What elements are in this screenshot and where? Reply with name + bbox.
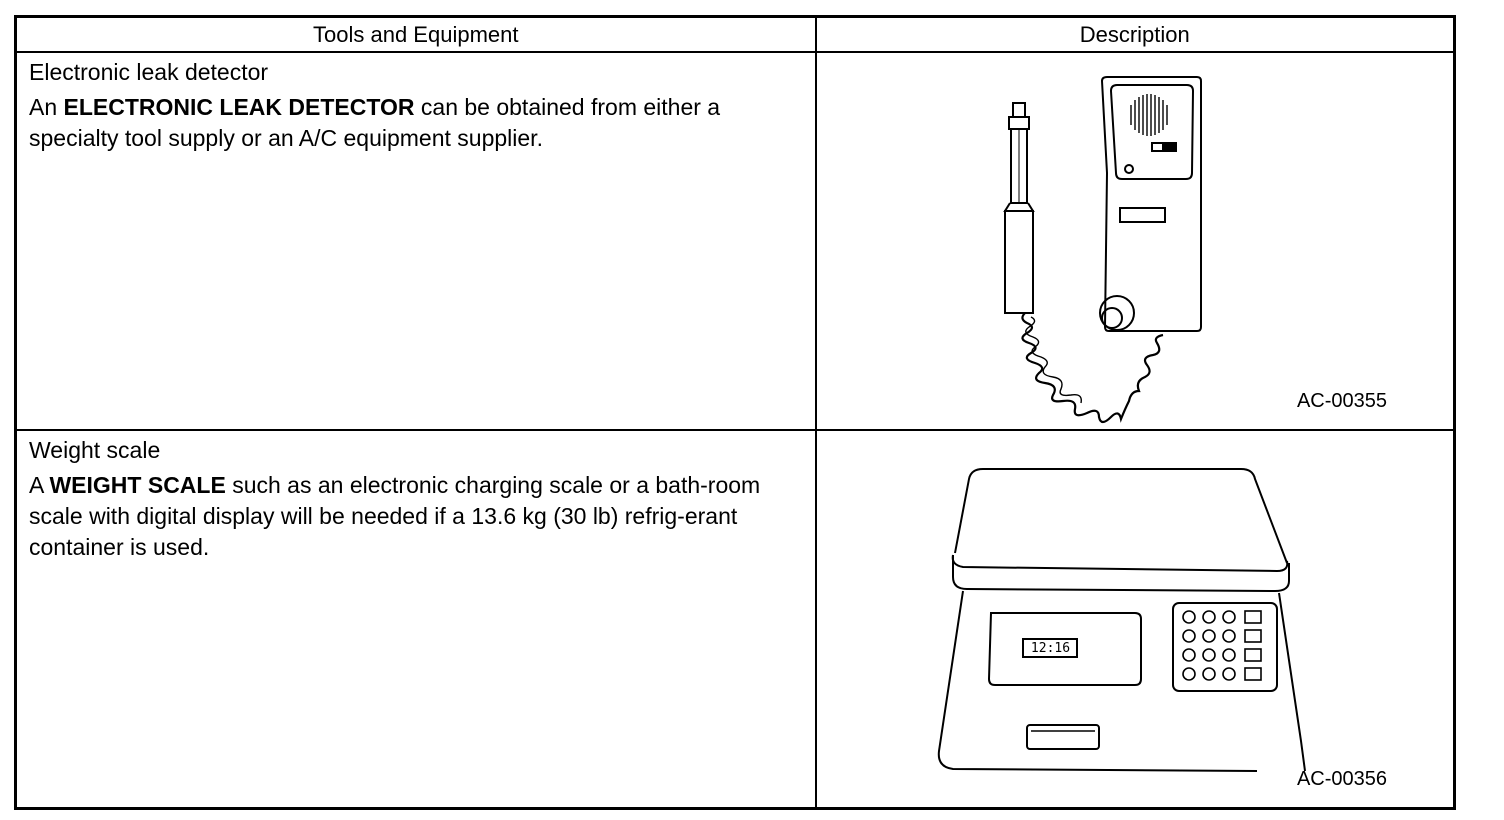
desc-prefix: A [29, 472, 50, 498]
tools-table: Tools and Equipment Description Electron… [14, 15, 1456, 810]
desc-prefix: An [29, 94, 64, 120]
leak-detector-illustration [1002, 76, 1202, 424]
tool-figure-cell: AC-00355 [814, 51, 1456, 431]
desc-suffix: such as an electronic charging scale or … [29, 472, 761, 560]
tool-text-cell: Electronic leak detector An ELECTRONIC L… [14, 51, 817, 431]
tool-name: Weight scale [29, 437, 161, 463]
desc-suffix: can be obtained from either a specialty … [29, 94, 721, 151]
header-row: Tools and Equipment Description [14, 15, 1456, 53]
figure-code: AC-00356 [1296, 768, 1387, 790]
weight-scale-illustration [937, 468, 1306, 772]
desc-bold: ELECTRONIC LEAK DETECTOR [63, 94, 415, 120]
tool-description: A WEIGHT SCALE such as an electronic cha… [29, 470, 803, 563]
scale-display-reading: 12:16 [1030, 641, 1071, 656]
header-description: Description [814, 15, 1456, 53]
tool-name: Electronic leak detector [29, 59, 269, 85]
table-row: Electronic leak detector An ELECTRONIC L… [14, 51, 1456, 431]
tool-text-cell: Weight scale A WEIGHT SCALE such as an e… [14, 429, 817, 810]
figure-code: AC-00355 [1296, 390, 1387, 412]
tool-figure-cell: 12:16 AC-00356 [814, 429, 1456, 810]
header-tools: Tools and Equipment [14, 15, 817, 53]
tool-description: An ELECTRONIC LEAK DETECTOR can be obtai… [29, 92, 803, 154]
desc-bold: WEIGHT SCALE [49, 472, 226, 498]
table-row: Weight scale A WEIGHT SCALE such as an e… [14, 429, 1456, 810]
